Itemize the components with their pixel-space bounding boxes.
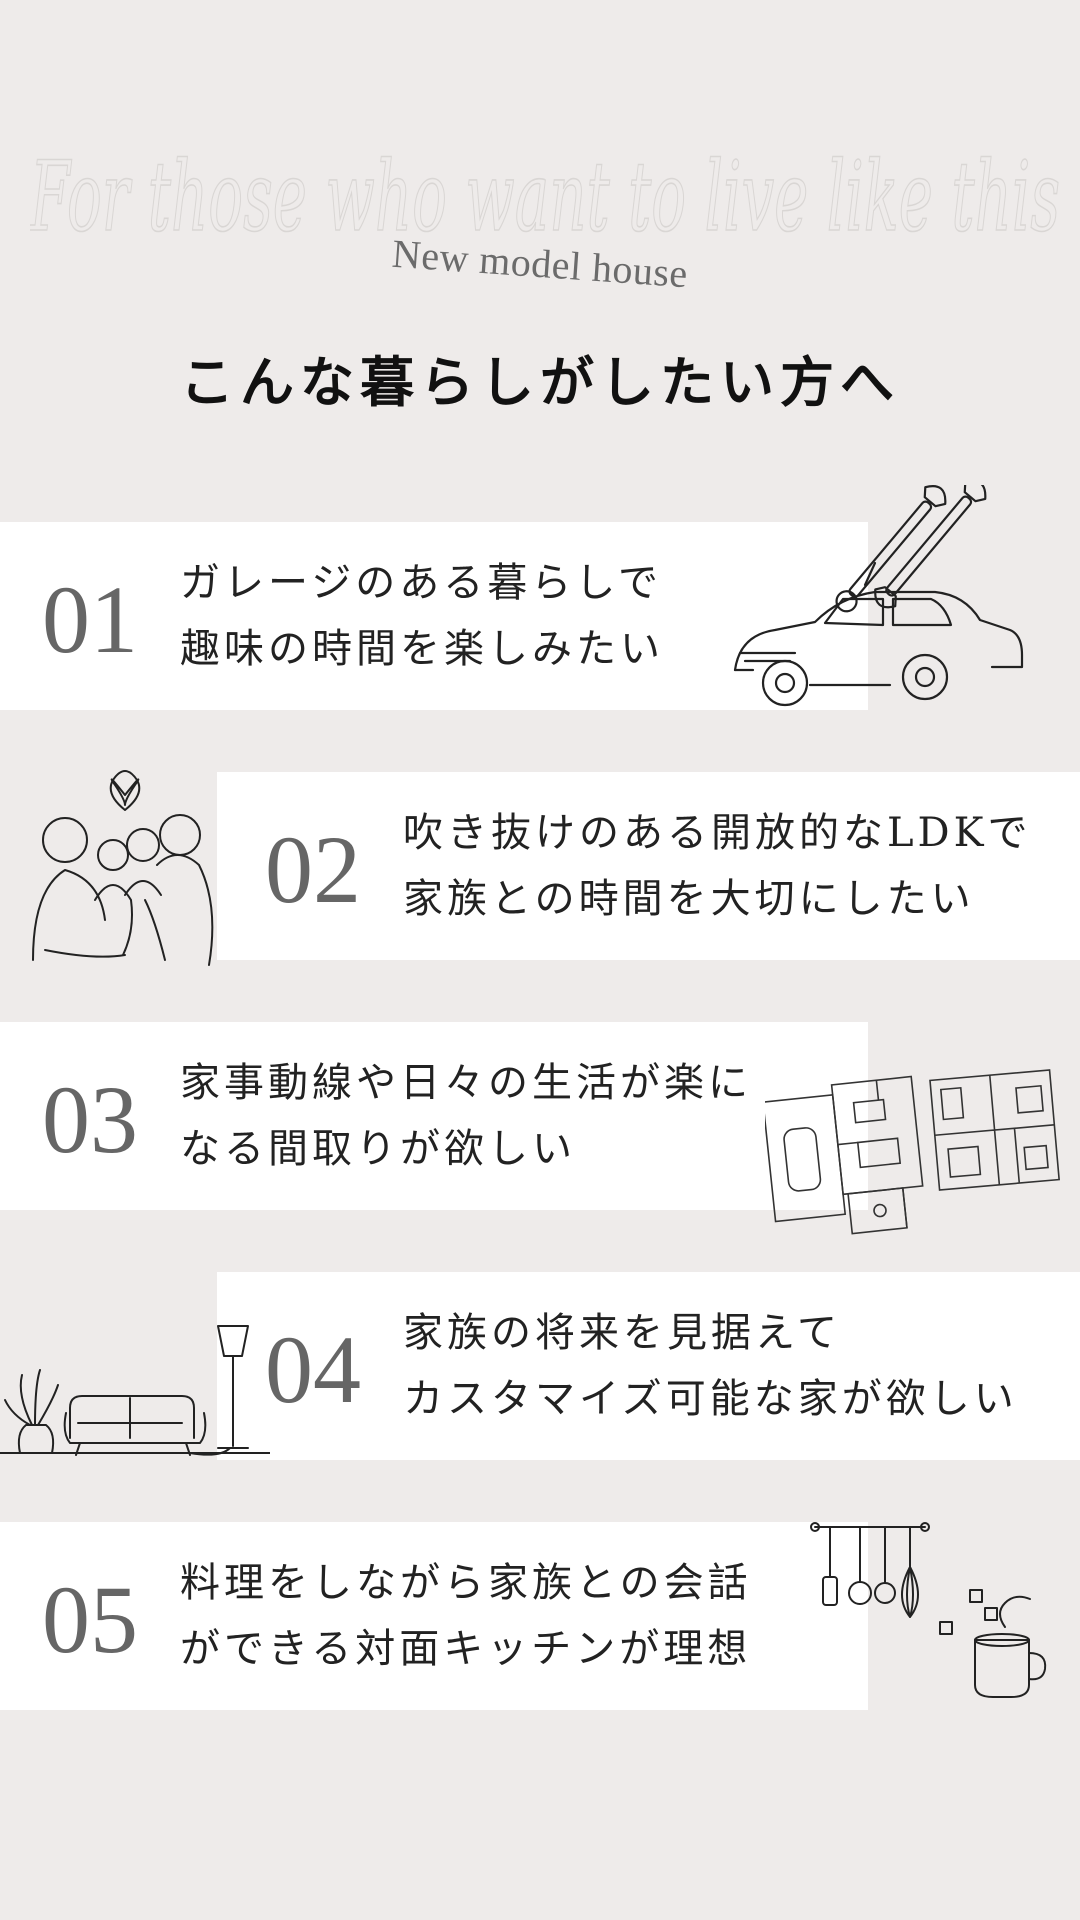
item-text-line1: 吹き抜けのある開放的なLDKで	[403, 810, 1032, 856]
item-text-line2: 家族との時間を大切にしたい	[403, 876, 975, 922]
item-text-line1: 料理をしながら家族との会話	[180, 1560, 752, 1606]
item-card-03: 03 家事動線や日々の生活が楽に なる間取りが欲しい	[0, 1022, 868, 1210]
item-card-01: 01 ガレージのある暮らしで 趣味の時間を楽しみたい	[0, 522, 868, 710]
kitchen-tools-icon	[805, 1515, 1065, 1710]
script-background-text: For those who want to live like this	[30, 140, 1060, 254]
item-text-line2: なる間取りが欲しい	[180, 1126, 576, 1172]
family-icon	[25, 760, 225, 970]
item-number: 04	[265, 1316, 361, 1423]
item-text-line2: ができる対面キッチンが理想	[180, 1626, 752, 1672]
floor-plan-icon	[765, 1055, 1065, 1245]
item-number: 01	[42, 566, 138, 673]
script-text: For those who want to live like this	[30, 141, 1060, 253]
page-title: こんな暮らしがしたい方へ	[180, 350, 900, 414]
item-text-line2: カスタマイズ可能な家が欲しい	[403, 1376, 1018, 1422]
item-number: 03	[42, 1066, 138, 1173]
item-number: 02	[265, 816, 361, 923]
sofa-lamp-icon	[0, 1318, 270, 1468]
item-text-line2: 趣味の時間を楽しみたい	[180, 626, 664, 672]
car-and-wrenches-icon	[725, 485, 1065, 735]
item-number: 05	[42, 1566, 138, 1673]
item-card-05: 05 料理をしながら家族との会話 ができる対面キッチンが理想	[0, 1522, 868, 1710]
item-card-02: 02 吹き抜けのある開放的なLDKで 家族との時間を大切にしたい	[217, 772, 1080, 960]
item-text-line1: 家族の将来を見据えて	[403, 1310, 841, 1356]
item-text-line1: 家事動線や日々の生活が楽に	[180, 1060, 752, 1106]
item-card-04: 04 家族の将来を見据えて カスタマイズ可能な家が欲しい	[217, 1272, 1080, 1460]
item-text-line1: ガレージのある暮らしで	[180, 560, 662, 606]
